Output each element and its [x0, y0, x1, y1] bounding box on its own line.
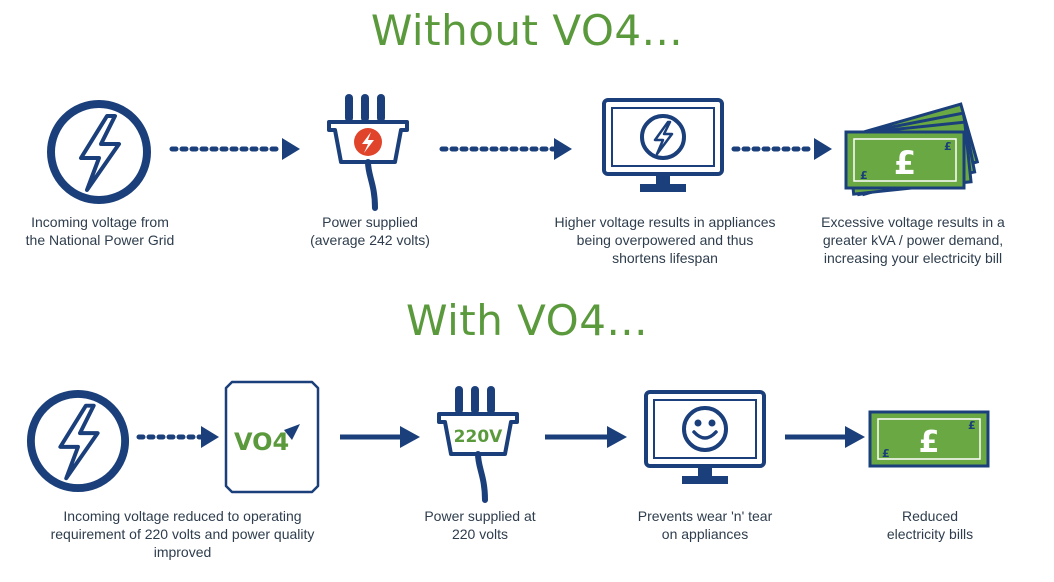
monitor-lightning-icon — [602, 98, 724, 196]
caption-line: Higher voltage results in appliances — [554, 214, 776, 230]
caption-line: on appliances — [661, 526, 749, 542]
caption-power-supplied-220: Power supplied at 220 volts — [400, 507, 560, 543]
vo4-label: VO4 — [234, 428, 289, 456]
caption-line: increasing your electricity bill — [823, 250, 1003, 266]
with-vo4-title: With VO4... — [405, 296, 649, 345]
caption-line: greater kVA / power demand, — [822, 232, 1004, 248]
caption-line: 220 volts — [451, 526, 509, 542]
caption-incoming-voltage: Incoming voltage from the National Power… — [10, 213, 190, 249]
pound-symbol: £ — [919, 425, 940, 460]
caption-line: the National Power Grid — [25, 232, 175, 248]
caption-excessive-voltage: Excessive voltage results in a greater k… — [808, 213, 1018, 267]
pound-symbol: £ — [968, 419, 976, 432]
pound-symbol: £ — [882, 447, 890, 460]
caption-line: shortens lifespan — [612, 250, 718, 266]
caption-line: (average 242 volts) — [310, 232, 430, 248]
plug-lightning-icon — [325, 92, 415, 211]
plug-voltage-label: 220V — [454, 427, 503, 447]
caption-line: improved — [153, 544, 212, 560]
dotted-arrow — [439, 138, 572, 160]
caption-line: being overpowered and thus — [576, 232, 754, 248]
pound-note-icon: £ £ £ — [868, 410, 990, 468]
lightning-circle-icon — [25, 388, 131, 494]
plug-220v-icon: 220V — [435, 384, 525, 503]
pound-symbol: £ — [894, 144, 916, 182]
caption-line: electricity bills — [886, 526, 974, 542]
solid-arrow — [785, 426, 865, 448]
dotted-arrow — [136, 426, 219, 448]
caption-line: Prevents wear 'n' tear — [637, 508, 773, 524]
caption-reduced-bills: Reduced electricity bills — [855, 507, 1005, 543]
caption-line: requirement of 220 volts and power quali… — [50, 526, 315, 542]
caption-prevents-wear: Prevents wear 'n' tear on appliances — [610, 507, 800, 543]
caption-power-supplied: Power supplied (average 242 volts) — [290, 213, 450, 249]
solid-arrow — [340, 426, 420, 448]
without-vo4-title: Without VO4... — [370, 6, 684, 55]
caption-line: Power supplied — [322, 214, 418, 230]
solid-arrow — [545, 426, 627, 448]
vo4-device-icon: VO4 — [224, 380, 320, 494]
stack-of-pound-notes-icon: £ £ £ — [840, 82, 980, 197]
caption-line: Reduced — [901, 508, 959, 524]
pound-symbol: £ — [860, 169, 868, 182]
caption-line: Incoming voltage reduced to operating — [63, 508, 302, 524]
caption-line: Incoming voltage from — [31, 214, 169, 230]
caption-incoming-reduced: Incoming voltage reduced to operating re… — [20, 507, 345, 561]
lightning-circle-icon — [45, 98, 153, 206]
dotted-arrow — [169, 138, 300, 160]
pound-symbol: £ — [944, 140, 952, 153]
caption-higher-voltage: Higher voltage results in appliances bei… — [540, 213, 790, 267]
caption-line: Power supplied at — [424, 508, 536, 524]
dotted-arrow — [731, 138, 832, 160]
caption-line: Excessive voltage results in a — [821, 214, 1005, 230]
monitor-smiley-icon — [644, 390, 766, 488]
